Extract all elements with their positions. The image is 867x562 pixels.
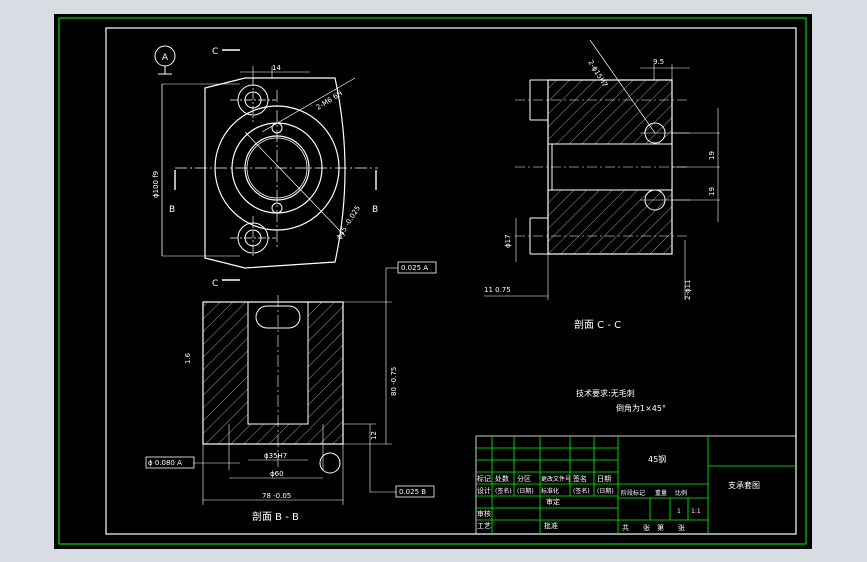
tb-r1-c6: 日期 [597,475,611,483]
tb-approve: 审定 [546,497,560,506]
bb-title: 剖面 B - B [252,510,299,523]
drawing-canvas[interactable]: A C C B B 14 2-M6 6H ϕ100 f9 ϕ45 -0.025 [54,14,812,549]
tb-person-3: 批准 [544,521,558,530]
bb-dim-height: 80 -0.75 [390,367,398,396]
tb-r1-c4: 更改文件号 [541,475,571,483]
section-b-right-label: B [372,205,378,215]
notes-title: 技术要求:无毛刺 [576,388,635,398]
dim-14: 14 [272,64,281,72]
tb-r1-c3: 分区 [517,474,531,483]
tb-r2-c5: (签名) [573,487,590,495]
bb-dim-78: 78 -0.05 [262,492,291,500]
tb-person-1: 审核 [477,509,491,518]
cc-dim-19b: 19 [708,187,716,196]
tb-r2-c3: (日期) [517,487,534,495]
cc-dim-95: 9.5 [653,58,664,66]
bb-roughness: 1.6 [184,352,192,364]
bb-dim-60: ϕ60 [270,470,284,478]
bb-dim-12: 12 [370,431,378,440]
tb-quantity: 1 [677,508,681,515]
view-top [154,45,378,281]
cc-dim-phi11: 2-ϕ11 [684,279,692,300]
outer-border [58,17,807,545]
cc-dim-19a: 19 [708,151,716,160]
section-b-left-label: B [169,205,175,215]
tb-sheets: 共 张 第 张 [622,523,685,532]
tb-part-name: 支承套图 [728,480,760,490]
dim-bolt-circle: ϕ100 f9 [152,171,160,198]
datum-a-label: A [162,53,169,63]
view-section-bb [145,261,437,505]
tb-stage-2: 重量 [655,489,667,497]
tb-stage-3: 比例 [675,489,687,497]
tb-r1-c1: 标记 [477,474,491,483]
drawing-frame [105,27,797,535]
bb-dim-bore: ϕ35H7 [264,452,287,460]
notes-line1: 倒角为1×45° [616,403,666,413]
tb-r1-c2: 处数 [495,474,509,483]
cc-title: 剖面 C - C [574,318,621,331]
section-c-top-label: C [212,47,218,57]
cc-dim-phi17: ϕ17 [504,234,512,248]
tb-stage-1: 阶段标记 [621,489,645,497]
tb-material: 45钢 [648,454,666,464]
section-c-bottom-label: C [212,279,218,289]
dim-bore: ϕ45 -0.025 [335,204,362,241]
tb-r2-c1: 设计 [477,486,491,495]
app-right-strip [812,14,867,562]
app-bottom-strip [54,549,812,562]
drawing-svg: A C C B B 14 2-M6 6H ϕ100 f9 ϕ45 -0.025 [58,17,807,545]
tb-r2-c6: (日期) [597,487,614,495]
tb-r1-c5: 签名 [573,474,587,483]
bb-tol-left: ϕ 0.080 A [148,459,182,467]
app-top-strip [0,0,867,15]
title-block [475,435,797,535]
app-left-strip [0,14,54,562]
bb-tol-bottom: 0.025 B [399,488,426,496]
tb-person-2: 工艺 [477,522,491,530]
tb-r2-c4: 标准化 [541,487,559,495]
view-section-cc [484,39,720,300]
tb-scale: 1:1 [691,508,701,515]
bb-tol-top: 0.025 A [401,264,428,272]
cc-dim-left: 11 0.75 [484,286,511,294]
tb-r2-c2: (签名) [495,487,512,495]
